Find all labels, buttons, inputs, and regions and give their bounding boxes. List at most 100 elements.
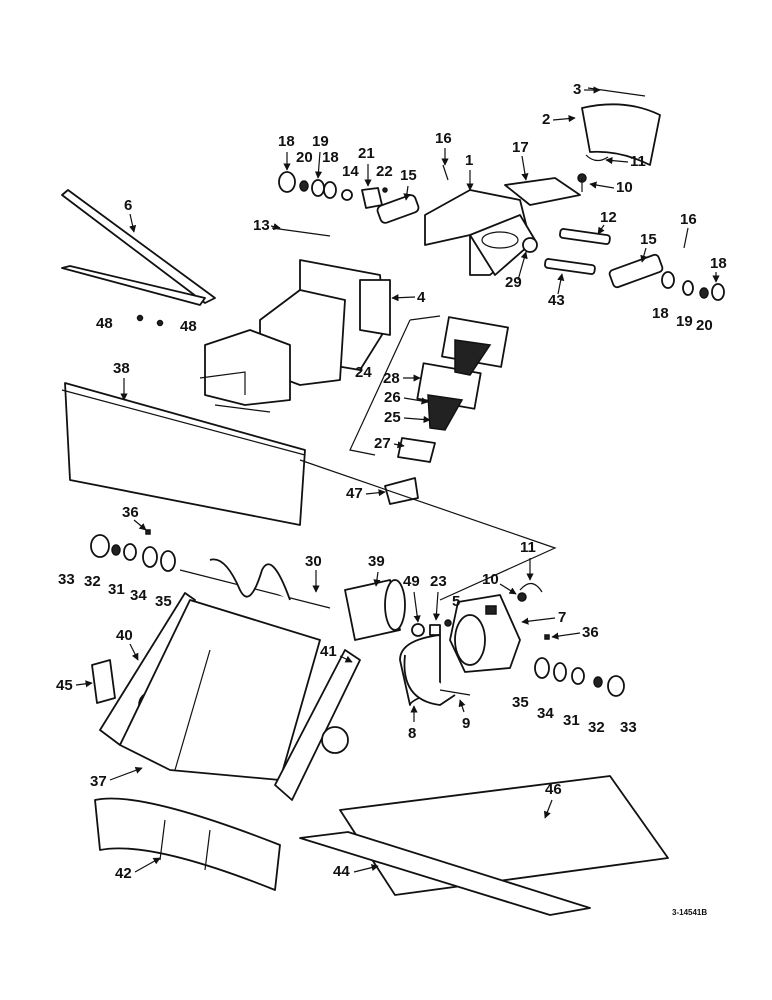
drawing-code: 3-14541B [672, 908, 707, 917]
part-plate-46 [339, 775, 669, 896]
part-36-right [544, 634, 550, 640]
callout-47: 47 [346, 485, 363, 502]
callout-41: 41 [320, 643, 337, 660]
callout-18-top-a: 18 [278, 133, 295, 150]
part-clip-11 [585, 154, 609, 162]
callout-32-right: 32 [588, 719, 605, 736]
callout-19-right: 19 [676, 313, 693, 330]
callout-22: 22 [376, 163, 393, 180]
callout-40: 40 [116, 627, 133, 644]
callout-14: 14 [342, 163, 359, 180]
callout-27: 27 [374, 435, 391, 452]
washer-set-top [278, 171, 420, 224]
callout-15-right: 15 [640, 231, 657, 248]
guide-line [299, 459, 557, 601]
callout-16-right: 16 [680, 211, 697, 228]
part-bushing-29 [522, 237, 538, 253]
callout-4: 4 [417, 289, 426, 306]
callout-18-right-top: 18 [710, 255, 727, 272]
callout-21: 21 [358, 145, 375, 162]
callout-32-left: 32 [84, 573, 101, 590]
callout-36-left: 36 [122, 504, 139, 521]
part-bolt-16 [442, 164, 449, 181]
callout-3: 3 [573, 81, 581, 98]
callout-6: 6 [124, 197, 132, 214]
callout-15-top: 15 [400, 167, 417, 184]
callout-9: 9 [462, 715, 470, 732]
part-plate-15-right [608, 253, 664, 289]
callout-34-right: 34 [537, 705, 554, 722]
callout-20-top: 20 [296, 149, 313, 166]
callout-7: 7 [558, 609, 566, 626]
part-bolt-48a [136, 314, 144, 322]
washer-set-lower-right [534, 657, 625, 697]
callout-1: 1 [465, 152, 473, 169]
callout-11-lower: 11 [520, 539, 536, 556]
washer-set-left [90, 529, 176, 572]
callout-26: 26 [384, 389, 401, 406]
callout-35-left: 35 [155, 593, 172, 610]
callout-46: 46 [545, 781, 562, 798]
callout-24: 24 [355, 364, 372, 381]
part-duct-4 [199, 259, 391, 413]
callout-8: 8 [408, 725, 416, 742]
callout-42: 42 [115, 865, 132, 882]
callout-labels: 3 2 11 10 17 16 1 12 15 16 18 29 43 18 1… [56, 81, 727, 917]
callout-36-right: 36 [582, 624, 599, 641]
part-angle-6 [61, 189, 216, 306]
part-plate-44 [299, 831, 591, 916]
part-clip-11-lower [519, 582, 543, 593]
part-cylinder-42 [94, 797, 281, 891]
part-cylinder-8 [399, 634, 471, 706]
part-plate-17 [504, 177, 581, 206]
small-parts-49-23-5 [411, 619, 452, 637]
callout-17: 17 [512, 139, 529, 156]
callout-2: 2 [542, 111, 550, 128]
part-trough-37 [99, 592, 361, 801]
part-rod-13 [271, 227, 331, 237]
part-bolt-48b [156, 319, 164, 327]
callout-10: 10 [616, 179, 633, 196]
callout-33-left: 33 [58, 571, 75, 588]
callout-18-top-b: 18 [322, 149, 339, 166]
callout-16-top: 16 [435, 130, 452, 147]
callout-33-right: 33 [620, 719, 637, 736]
part-auger-30 [179, 558, 331, 609]
part-housing-1 [424, 189, 536, 276]
part-pin-10 [577, 173, 587, 192]
callout-18-right: 18 [652, 305, 669, 322]
part-shaft-12 [559, 228, 611, 245]
callout-23: 23 [430, 573, 447, 590]
callout-48-left: 48 [96, 315, 113, 332]
part-drum-39 [344, 579, 406, 641]
callout-28: 28 [383, 370, 400, 387]
part-pin-10-lower [517, 592, 527, 602]
callout-49: 49 [403, 573, 420, 590]
callout-31-right: 31 [563, 712, 580, 729]
callout-44: 44 [333, 863, 350, 880]
part-shaft-43 [544, 258, 596, 275]
callout-20-right: 20 [696, 317, 713, 334]
callout-25: 25 [384, 409, 401, 426]
callout-19-top: 19 [312, 133, 329, 150]
callout-30: 30 [305, 553, 322, 570]
callout-37: 37 [90, 773, 107, 790]
callout-11: 11 [630, 153, 646, 170]
part-housing-7 [449, 594, 521, 673]
part-bolt-16-right [683, 227, 689, 249]
callout-43: 43 [548, 292, 565, 309]
callout-5: 5 [452, 593, 460, 610]
callout-10-lower: 10 [482, 571, 499, 588]
callout-35-right: 35 [512, 694, 529, 711]
callout-34-left: 34 [130, 587, 147, 604]
callout-39: 39 [368, 553, 385, 570]
callout-48-right: 48 [180, 318, 197, 335]
part-panel-38 [61, 382, 306, 526]
washer-set-right [661, 271, 725, 301]
part-plate-45 [91, 659, 116, 704]
callout-38: 38 [113, 360, 130, 377]
part-shield-2 [581, 103, 661, 166]
callout-45: 45 [56, 677, 73, 694]
